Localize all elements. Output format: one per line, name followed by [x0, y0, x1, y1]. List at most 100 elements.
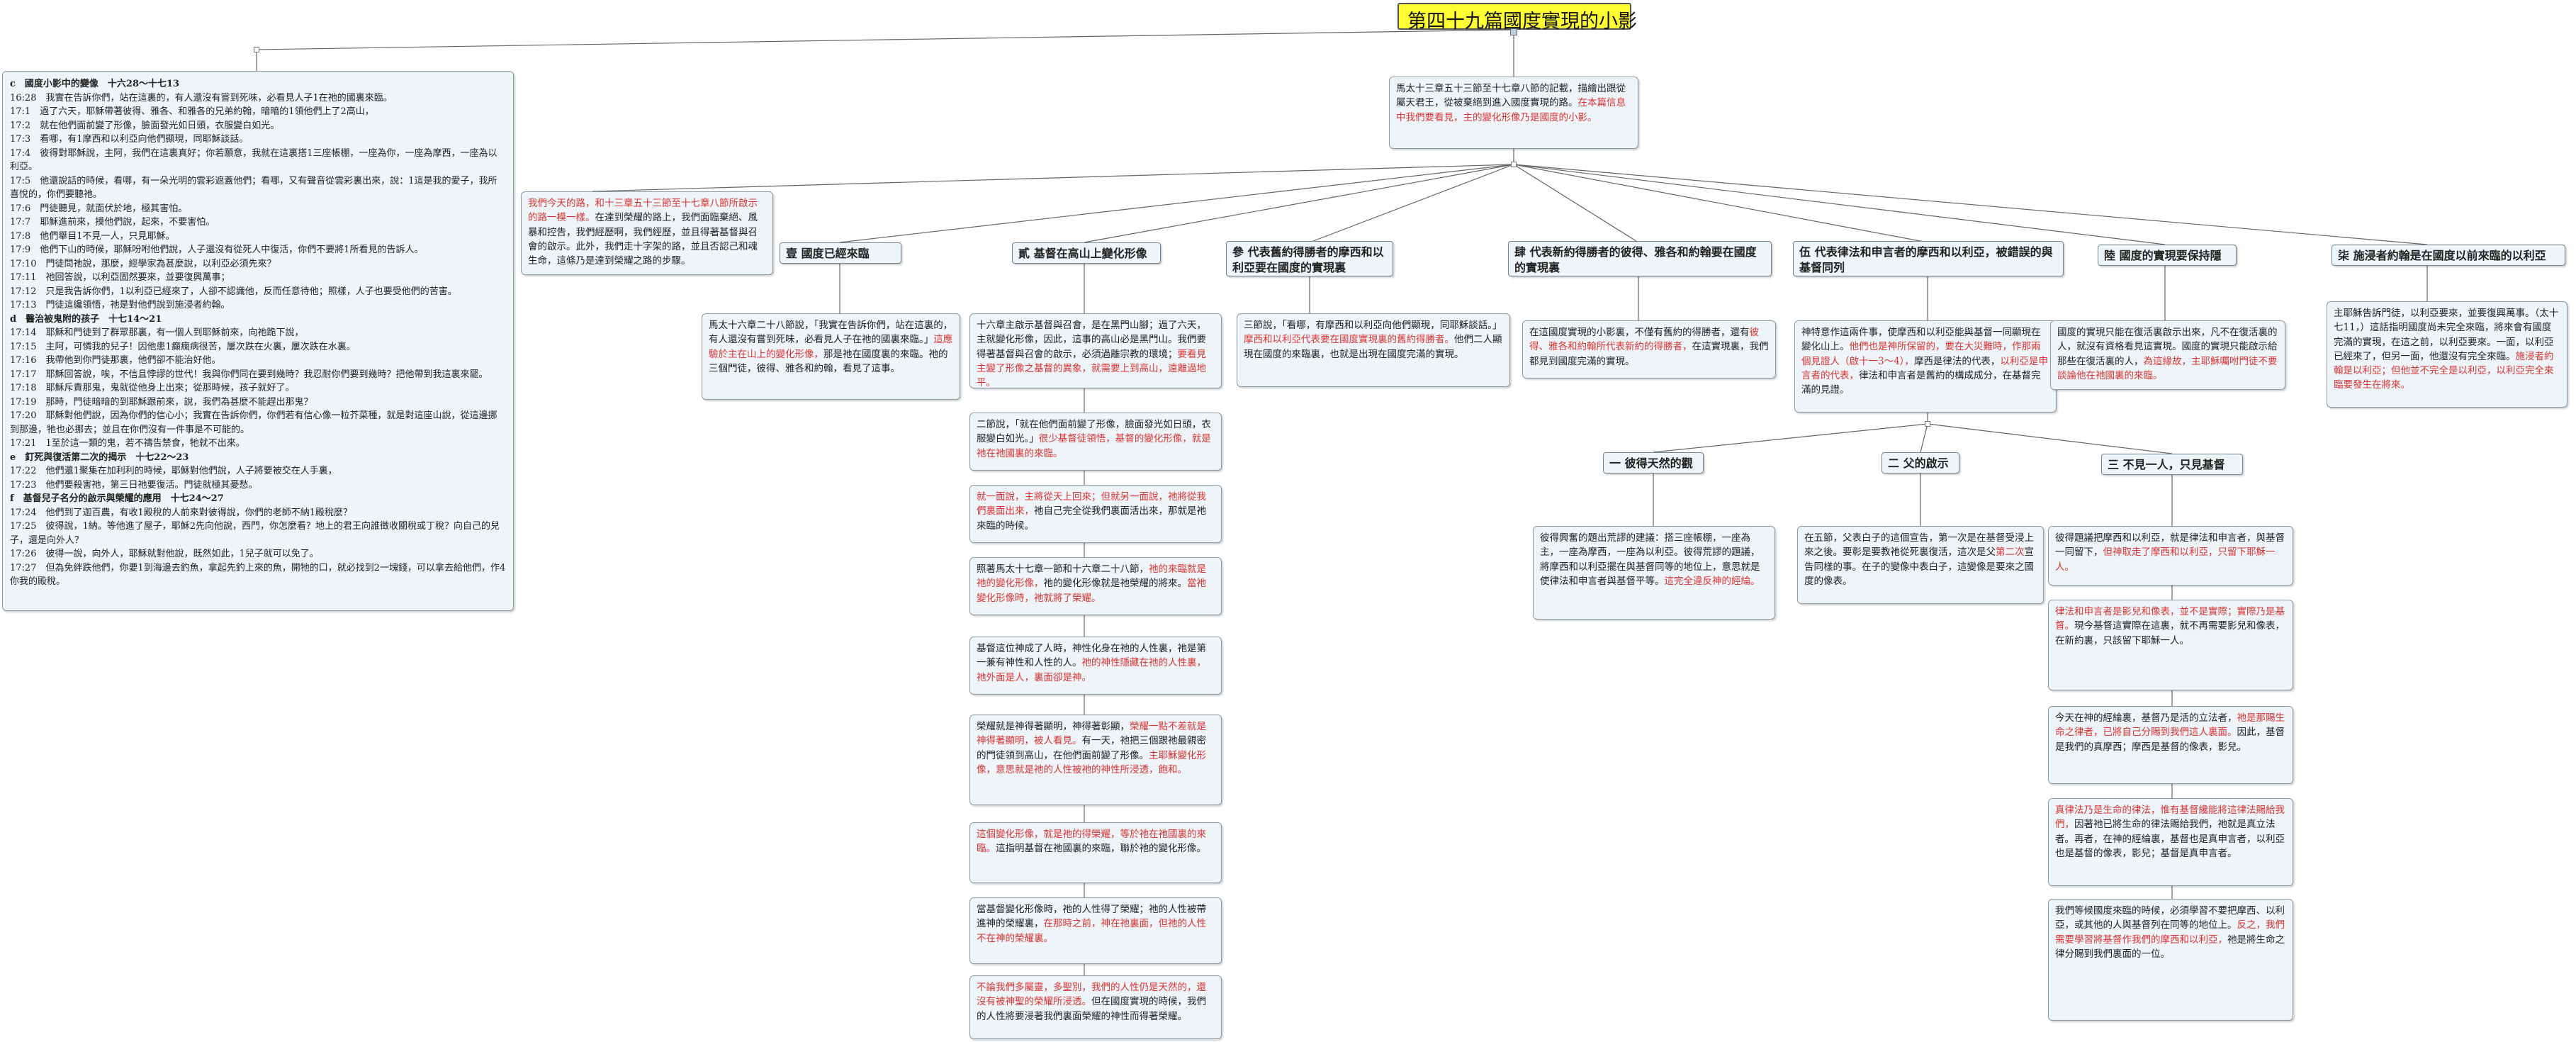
- topic-6-note-text: 國度的實現只能在復活裏啟示出來，凡不在復活裏的人，就沒有資格看見這實現。國度的實…: [2057, 327, 2278, 367]
- subtopic-3-note-2[interactable]: 律法和申言者是影兒和像表，並不是實際；實際乃是基督。現今基督這實際在這裏，就不再…: [2048, 600, 2293, 690]
- scripture-verse: 17:3 看哪，有1摩西和以利亞向他們顯現，同耶穌談話。: [10, 134, 249, 145]
- note-highlight: 真律法乃是生命的律法，惟有基督纔能將這律法賜給我們，: [2055, 805, 2285, 831]
- topic-1-note[interactable]: 馬太十六章二十八節說，「我實在告訴你們，站在這裏的，有人還沒有嘗到死味，必看見人…: [702, 313, 960, 400]
- subtopic-3-note-1[interactable]: 彼得題議把摩西和以利亞，就是律法和申言者，與基督一同留下，但神取走了摩西和以利亞…: [2048, 526, 2293, 586]
- topic-7[interactable]: 柒 施浸者約翰是在國度以前來臨的以利亞: [2332, 245, 2565, 266]
- topic-2-note-8[interactable]: 當基督變化形像時，祂的人性得了榮耀；祂的人性被帶進神的榮耀裏，在那時之前，神在祂…: [969, 897, 1222, 964]
- note-text: 基督這位神成了人時，神性化身在祂的人性裏，祂是第一兼有神性和人性的人。: [977, 643, 1206, 669]
- topic-7-note[interactable]: 主耶穌告訴門徒，以利亞要來，並要復興萬事。（太十七11，）這話指明國度尚未完全來…: [2327, 301, 2567, 408]
- subtopic-3-note-3[interactable]: 今天在神的經綸裏，基督乃是活的立法者，祂是那賜生命之律者，已將自己分賜到我們這人…: [2048, 706, 2293, 784]
- subtopic-2-note[interactable]: 在五節，父表白子的這個宣告，第一次是在基督受浸上來之後。要彰是要教祂從死裏復活，…: [1797, 526, 2044, 604]
- note-highlight: 祂是那賜生命之律者，已將自己分賜到我們這人裏面。: [2055, 712, 2285, 739]
- topic-3-note-text-b: 他們二人顯現在國度的來臨裏，也就是出現在國度完滿的實現。: [1244, 334, 1502, 360]
- subtopic-3-note-5[interactable]: 我們等候國度來臨的時候，必須學習不要把摩西、以利亞，或其他的人與基督列在同等的地…: [2048, 899, 2293, 1021]
- edge-t5-s2: [1920, 423, 1928, 453]
- note-highlight: 就一面說，主將從天上回來；但就另一面說，祂將從我們裏面出來，: [977, 491, 1206, 517]
- scripture-verse: 17:20 耶穌對他們說，因為你們的信心小；我實在告訴你們，你們若有信心像一粒芥…: [10, 410, 497, 435]
- topic-5[interactable]: 伍 代表律法和申言者的摩西和以利亞，被錯誤的與基督同列: [1793, 241, 2064, 276]
- note-text: 但在國度實現的時候，我們的人性將要浸著我們裏面榮耀的神性而得著榮耀。: [977, 996, 1206, 1022]
- scripture-verse: 17:6 門徒聽見，就面伏於地，極其害怕。: [10, 203, 188, 214]
- note-text: 十六章主啟示基督與召會，是在黑門山腳；過了六天，主就變化形像，因此，這事的高山必…: [977, 320, 1206, 360]
- note-text-b: 宣告同樣的事。在子的變像中表白子，這變像是要來之國度的像表。: [1804, 547, 2034, 587]
- note-text: 今天在神的經綸裏，基督乃是活的立法者，: [2055, 712, 2237, 724]
- note-highlight: 但神取走了摩西和以利亞，只留下耶穌一人。: [2055, 547, 2276, 573]
- topic-3-note[interactable]: 三節說，「看哪，有摩西和以利亞向他們顯現，同耶穌談話。」摩西和以利亞代表要在國度…: [1237, 313, 1510, 387]
- topic-6-note[interactable]: 國度的實現只能在復活裏啟示出來，凡不在復活裏的人，就沒有資格看見這實現。國度的實…: [2050, 320, 2285, 390]
- topic-2[interactable]: 貳 基督在高山上變化形像: [1012, 242, 1161, 264]
- topic-2-note-1[interactable]: 十六章主啟示基督與召會，是在黑門山腳；過了六天，主就變化形像，因此，這事的高山必…: [969, 313, 1222, 388]
- topic-2-note-4[interactable]: 照著馬太十七章一節和十六章二十八節，祂的來臨就是祂的變化形像，祂的變化形像就是祂…: [969, 557, 1222, 615]
- note-highlight: 這完全違反神的經綸。: [1664, 575, 1760, 587]
- note-text-b: 祂的變化形像就是祂榮耀的將來。: [1043, 578, 1188, 590]
- scripture-verse: 17:26 彼得一說，向外人，耶穌就對他說，既然如此，1兒子就可以免了。: [10, 549, 319, 559]
- scripture-verse: 17:19 那時，門徒暗暗的到耶穌跟前來，說，我們為甚麼不能趕出那鬼？: [10, 396, 313, 408]
- note-text: 彼得興奮的題出荒謬的建議：搭三座帳棚，一座為主，一座為摩西，一座為以利亞。彼得荒…: [1540, 532, 1760, 587]
- note-highlight: 祂的來臨就是祂的變化形像，: [977, 564, 1206, 590]
- topic-1-note-highlight: 這應驗於主在山上的變化形像，: [709, 334, 953, 360]
- scripture-verse: 17:12 只是我告訴你們，1以利亞已經來了，人卻不認識他，反而任意待他；照樣，…: [10, 286, 457, 297]
- scripture-heading: f 基督兒子名分的啟示與榮耀的應用 十七24～27: [10, 493, 224, 504]
- note-text: 這指明基督在祂國裏的來臨，聯於祂的變化形像。: [996, 843, 1206, 855]
- topic-1-note-text: 馬太十六章二十八節說，「我實在告訴你們，站在這裏的，有人還沒有嘗到死味，必看見人…: [709, 320, 953, 346]
- note-text: 照著馬太十七章一節和十六章二十八節，: [977, 564, 1149, 575]
- note-highlight: 榮耀一點不差就是神得著顯明，被人看見。: [977, 721, 1206, 747]
- hub-handle-icon[interactable]: [1511, 162, 1517, 167]
- subtopic-3-note-4[interactable]: 真律法乃是生命的律法，惟有基督纔能將這律法賜給我們，因著祂已將生命的律法賜給我們…: [2048, 798, 2293, 886]
- path-summary-node[interactable]: 我們今天的路，和十三章五十三節至十七章八節所啟示的路一模一樣。在達到榮耀的路上，…: [521, 191, 773, 275]
- scripture-heading: e 釘死與復活第二次的揭示 十七22～23: [10, 452, 189, 463]
- scripture-verse: 17:11 祂回答說，以利亞固然要來，並要復興萬事；: [10, 272, 230, 283]
- edge-t5-s3: [1927, 423, 2173, 454]
- note-highlight: 要看見主變了形像之基督的異象，就需要上到高山，遠離過地平。: [977, 348, 1206, 388]
- topic-5-note-highlight: 他們也是神所保留的，要在大災難時，作那兩個見證人（啟十一3～4），: [1801, 341, 2041, 367]
- subtopic-1[interactable]: 一 彼得天然的觀念: [1603, 452, 1704, 474]
- topic-2-note-6[interactable]: 榮耀就是神得著顯明，神得著彰顯，榮耀一點不差就是神得著顯明，被人看見。有一天，祂…: [969, 715, 1222, 805]
- topic-4-note-text: 在這國度實現的小影裏，不僅有舊約的得勝者，還有: [1529, 327, 1750, 338]
- topic-4[interactable]: 肆 代表新約得勝者的彼得、雅各和約翰要在國度的實現裏: [1508, 241, 1772, 276]
- note-highlight: 很少基督徒領悟，基督的變化形像，就是祂在祂國裏的來臨。: [977, 433, 1211, 459]
- scripture-verse: 17:25 彼得說，1納。等他進了屋子，耶穌2先向他說，西門，你怎麼看？地上的君…: [10, 521, 500, 546]
- note-highlight: 反之，我們需要學習將基督作我們的摩西和以利亞，: [2055, 919, 2285, 946]
- edge-hub-t5: [1513, 164, 1928, 243]
- collapse-toggle-icon[interactable]: [1510, 28, 1517, 35]
- topic-1[interactable]: 壹 國度已經來臨: [780, 242, 901, 264]
- topic-4-note[interactable]: 在這國度實現的小影裏，不僅有舊約的得勝者，還有彼得、雅各和約翰所代表新約的得勝者…: [1522, 320, 1776, 379]
- topic-2-note-3[interactable]: 就一面說，主將從天上回來；但就另一面說，祂將從我們裏面出來，祂自己完全從我們裏面…: [969, 485, 1222, 543]
- path-summary-highlight: 我們今天的路，和十三章五十三節至十七章八節所啟示的路一模一樣。: [528, 198, 758, 224]
- note-highlight: 這個變化形像，就是祂的得榮耀，等於祂在祂國裏的來臨。: [977, 829, 1206, 855]
- edge-t5-s1: [1653, 423, 1928, 453]
- topic-2-note-5[interactable]: 基督這位神成了人時，神性化身在祂的人性裏，祂是第一兼有神性和人性的人。祂的神性隱…: [969, 637, 1222, 695]
- root-title[interactable]: 第四十九篇國度實現的小影: [1397, 3, 1637, 33]
- topic-6[interactable]: 陸 國度的實現要保持隱密: [2098, 245, 2237, 266]
- scripture-verse: 16:28 我實在告訴你們，站在這裏的，有人還沒有嘗到死味，必看見人子1在祂的國…: [10, 92, 393, 103]
- intro-highlight: 在本篇信息中我們要看見，主的變化形像乃是國度的小影。: [1396, 97, 1626, 123]
- path-summary-text: 在達到榮耀的路上，我們面臨棄絕、風暴和控告，我們經歷啊，我們經歷，並且得著基督與…: [528, 212, 758, 267]
- topic-2-note-7[interactable]: 這個變化形像，就是祂的得榮耀，等於祂在祂國裏的來臨。這指明基督在祂國裏的來臨，聯…: [969, 822, 1222, 883]
- scripture-verse: 17:5 他還說話的時候，看哪，有一朵光明的雲彩遮蓋他們；看哪，又有聲音從雲彩裏…: [10, 175, 497, 201]
- subtopic-2[interactable]: 二 父的啟示: [1882, 452, 1959, 474]
- edge-hub-t1: [839, 164, 1514, 243]
- note-text: 二節說，「就在他們面前變了形像，臉面發光如日頭，衣服變白如光。」: [977, 419, 1211, 445]
- topic-2-note-2[interactable]: 二節說，「就在他們面前變了形像，臉面發光如日頭，衣服變白如光。」很少基督徒領悟，…: [969, 413, 1222, 471]
- scripture-verse: 17:15 主阿，可憐我的兒子！因他患1癲癇病很苦，屢次跌在火裏，屢次跌在水裏。: [10, 341, 356, 352]
- scripture-verse: 17:16 我帶他到你門徒那裏，他們卻不能治好他。: [10, 355, 221, 366]
- subtopic-1-note[interactable]: 彼得興奮的題出荒謬的建議：搭三座帳棚，一座為主，一座為摩西，一座為以利亞。彼得荒…: [1533, 526, 1775, 620]
- topic-5-note-text-c: 律法和申言者是舊約的構成成分，在基督完滿的見證。: [1801, 369, 2041, 396]
- note-text: 彼得題議把摩西和以利亞，就是律法和申言者，與基督一同留下，: [2055, 532, 2285, 559]
- note-text: 我們等候國度來臨的時候，必須學習不要把摩西、以利亞，或其他的人與基督列在同等的地…: [2055, 905, 2285, 931]
- topic-5-note[interactable]: 神特意作這兩件事，使摩西和以利亞能與基督一同顯現在變化山上。他們也是神所保留的，…: [1794, 320, 2057, 413]
- t5-sub-handle-icon[interactable]: [1925, 421, 1930, 427]
- topic-3-note-highlight: 摩西和以利亞代表要在國度實現裏的舊約得勝者。: [1244, 334, 1454, 346]
- scripture-verse: 17:14 耶穌和門徒到了群眾那裏，有一個人到耶穌前來，向祂跪下說，: [10, 327, 304, 338]
- topic-3[interactable]: 參 代表舊約得勝者的摩西和以利亞要在國度的實現裏: [1226, 241, 1393, 276]
- topic-7-note-highlight: 施浸者約翰是以利亞；但他並不完全是以利亞，以利亞完全來臨要發生在將來。: [2334, 350, 2554, 391]
- topic-5-note-text: 神特意作這兩件事，使摩西和以利亞能與基督一同顯現在變化山上。: [1801, 327, 2041, 353]
- left-branch-handle-icon[interactable]: [254, 47, 259, 52]
- subtopic-3[interactable]: 三 不見一人，只見基督: [2101, 454, 2243, 475]
- scripture-verse: 17:13 門徒這纔領悟，祂是對他們說到施浸者約翰。: [10, 300, 230, 310]
- topic-2-note-9[interactable]: 不論我們多屬靈，多聖別，我們的人性仍是天然的，還沒有被神聖的榮耀所浸透。但在國度…: [969, 975, 1222, 1039]
- intro-node[interactable]: 馬太十三章五十三節至十七章八節的記載，描繪出跟從屬天君王，從被棄絕到進入國度實現…: [1389, 77, 1638, 149]
- topic-7-note-text: 主耶穌告訴門徒，以利亞要來，並要復興萬事。（太十七11，）這話指明國度尚未完全來…: [2334, 308, 2559, 362]
- scripture-verse: 17:1 過了六天，耶穌帶著彼得、雅各、和雅各的兄弟約翰，暗暗的1領他們上了2高…: [10, 106, 374, 117]
- topic-4-note-text-b: 在這實現裏，我們都見到國度完滿的實現。: [1529, 341, 1769, 367]
